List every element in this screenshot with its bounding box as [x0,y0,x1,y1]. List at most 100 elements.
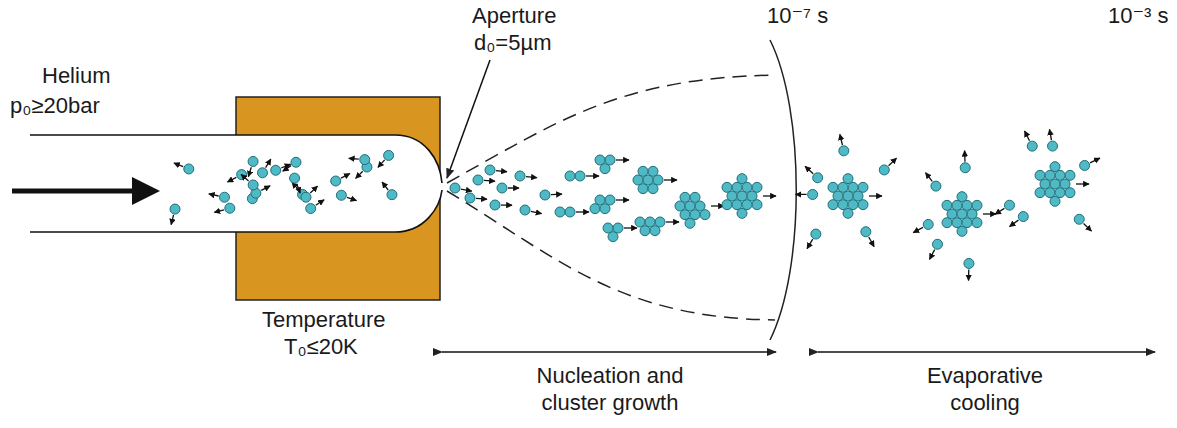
temperature-value: T₀≤20K [284,333,358,360]
helium-atom [595,155,605,165]
helium-atom [595,195,605,205]
stage-name: Evaporative cooling [890,362,1080,416]
helium-atom [960,163,970,173]
helium-atom [1048,141,1058,151]
helium-atom [843,191,853,201]
helium-atom [450,183,460,193]
velocity-arrow [496,171,507,172]
velocity-arrow [1076,183,1089,184]
flow-arrow [12,189,140,194]
helium-atom [964,258,974,268]
velocity-arrow [1010,220,1019,226]
velocity-arrow [526,177,537,178]
velocity-arrow [501,204,512,205]
time-boundary [770,40,796,340]
velocity-arrow [349,158,359,160]
helium-atom [653,175,663,185]
helium-atom [540,190,550,200]
helium-atom [747,191,757,201]
helium-atom [291,157,301,167]
helium-atom [811,229,821,239]
helium-atom [839,146,849,156]
jet-boundary [447,191,775,320]
helium-atom [575,171,585,181]
velocity-arrow [926,173,933,182]
helium-atom [695,201,705,211]
dimension: d₀=5µm [474,29,551,56]
helium-atom [1004,200,1014,210]
helium-atom [813,173,823,183]
velocity-arrow [913,227,923,232]
helium-atom [336,190,346,200]
parameter-name: Temperature [262,306,386,333]
velocity-arrow [461,189,472,191]
velocity-arrow [807,239,813,248]
helium-atom [655,217,665,227]
helium-atom [248,156,258,166]
velocity-arrow [624,227,637,228]
helium-atom [1027,141,1037,151]
velocity-arrow [171,215,173,225]
velocity-arrow [551,193,562,195]
helium-atom [520,205,530,215]
helium-atom [861,227,871,237]
helium-atom [605,195,615,205]
velocity-arrow [174,163,183,167]
velocity-arrow [508,187,519,188]
pressure-value: p₀≥20bar [10,92,100,119]
range-arrow [818,351,1155,353]
velocity-arrow [995,208,1004,214]
helium-atom [923,219,933,229]
velocity-arrow [666,221,679,222]
helium-atom [490,200,500,210]
velocity-arrow [248,167,251,177]
velocity-arrow [576,211,589,212]
helium-atom [331,176,341,186]
helium-atom [225,203,235,213]
velocity-arrow [840,134,843,145]
time-mark: 10⁻⁷ s [767,2,828,29]
velocity-arrow [261,186,270,191]
velocity-arrow [214,210,224,213]
helium-atom [184,164,194,174]
helium-atom [932,239,942,249]
leader-arrow [447,60,490,178]
velocity-arrow [283,166,291,172]
velocity-arrow [664,179,677,180]
helium-atom [555,207,565,217]
helium-atom [613,223,623,233]
velocity-arrow [476,198,487,200]
velocity-arrow [616,199,629,200]
velocity-arrow [266,159,271,168]
helium-atom [931,181,941,191]
helium-atom [387,190,397,200]
velocity-arrow [209,194,219,196]
helium-atom [643,175,653,185]
helium-atom [1060,179,1070,189]
helium-atom [957,209,967,219]
tube-wall [30,190,442,232]
velocity-arrow [796,194,807,195]
time-mark: 10⁻³ s [1108,2,1169,29]
helium-atom [473,175,483,185]
helium-atom [497,183,507,193]
stage-name: Nucleation and cluster growth [505,362,715,416]
velocity-arrow [869,237,874,247]
velocity-arrow [341,174,350,179]
helium-atom [565,207,575,217]
helium-atom [170,204,180,214]
velocity-arrow [616,159,629,160]
helium-atom [1050,179,1060,189]
velocity-arrow [983,213,996,214]
velocity-arrow [531,211,542,213]
helium-atom [465,193,475,203]
velocity-arrow [316,200,324,205]
helium-atom [808,189,818,199]
velocity-arrow [805,166,813,173]
velocity-arrow [378,160,385,167]
velocity-arrow [1090,158,1100,163]
helium-atom [485,165,495,175]
velocity-arrow [382,182,388,190]
velocity-arrow [889,158,897,166]
helium-atom [219,192,229,202]
